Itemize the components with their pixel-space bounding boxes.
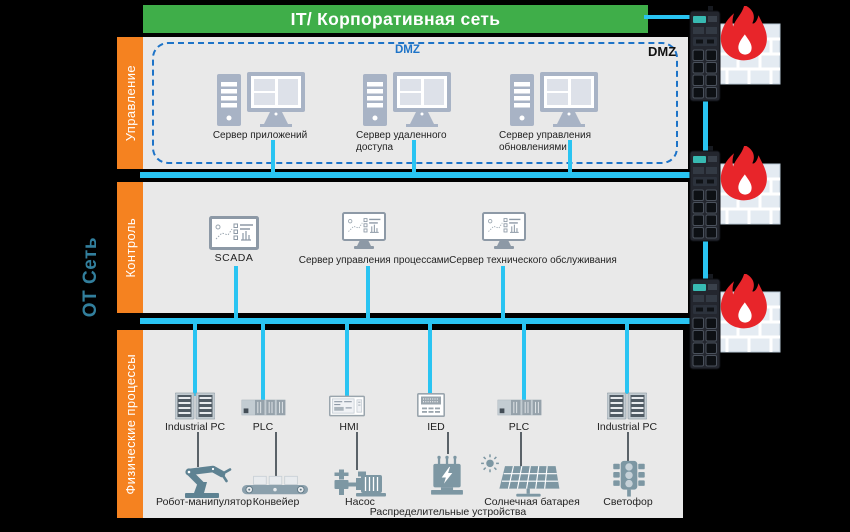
- field-link-5: [522, 324, 526, 400]
- dmz-link-3: [568, 140, 572, 174]
- machine-link-2: [275, 432, 277, 477]
- control-link-3: [501, 266, 505, 318]
- plc-1-label: PLC: [252, 421, 274, 433]
- scada-label: SCADA: [214, 252, 254, 264]
- network-bus-lower: [140, 318, 700, 324]
- industrial-pc-2-icon: [607, 392, 647, 420]
- machine-link-5: [520, 432, 522, 467]
- layer-bar-management: Управление: [117, 37, 143, 169]
- application-server-icon: [213, 68, 308, 130]
- dmz-corner-label: DMZ: [648, 44, 677, 59]
- field-link-4: [428, 324, 432, 396]
- layer-label-management: Управление: [122, 64, 138, 142]
- application-server-label: Сервер приложений: [212, 130, 308, 141]
- banner-title: IT/ Корпоративная сеть: [290, 8, 501, 29]
- robot-arm-label: Робот-манипулятор: [156, 496, 252, 508]
- hmi-icon: [329, 395, 365, 417]
- control-link-2: [366, 266, 370, 318]
- layer-label-control: Контроль: [122, 217, 138, 278]
- machine-link-6: [627, 432, 629, 462]
- robot-arm-icon: [175, 464, 239, 498]
- solar-panel-icon: [480, 453, 560, 498]
- update-server-icon: [506, 68, 601, 130]
- plc-2-icon: [497, 399, 542, 416]
- field-link-6: [625, 324, 629, 394]
- firewall-link-1-2: [703, 98, 708, 154]
- conveyor-icon: [240, 475, 310, 497]
- pump-icon: [330, 468, 388, 498]
- dmz-zone-label: DMZ: [395, 44, 420, 56]
- firewall-link-2-3: [703, 238, 708, 282]
- traffic-light-label: Светофор: [603, 496, 653, 508]
- ot-network-side-label: OT Сеть: [76, 212, 106, 342]
- ied-label: IED: [427, 421, 445, 433]
- field-link-1: [193, 324, 197, 396]
- ot-network-text: OT Сеть: [80, 236, 101, 318]
- industrial-pc-2-label: Industrial PC: [596, 421, 658, 433]
- process-control-server-label: Сервер управления процессами: [298, 255, 450, 266]
- layer-bar-physical: Физические процессы: [117, 330, 143, 518]
- firewall-middle-icon: [688, 146, 783, 246]
- machine-link-3: [356, 432, 358, 470]
- control-link-1: [234, 266, 238, 318]
- field-link-3: [345, 324, 349, 398]
- update-server-label: Сервер управления обновлениями: [499, 130, 591, 153]
- traffic-light-icon: [610, 460, 648, 497]
- process-control-server-icon: [341, 212, 387, 252]
- banner-to-firewall-link: [644, 15, 694, 19]
- conveyor-label: Конвейер: [252, 496, 300, 508]
- transformer-icon: [428, 454, 466, 498]
- scada-icon: [209, 216, 259, 250]
- layer-label-physical: Физические процессы: [122, 353, 138, 495]
- firewall-top-icon: [688, 6, 783, 106]
- it-corporate-network-banner: IT/ Корпоративная сеть: [143, 5, 648, 33]
- field-link-2: [261, 324, 265, 400]
- machine-link-4: [447, 432, 449, 454]
- dmz-link-1: [271, 140, 275, 174]
- solar-battery-label: Солнечная батарея: [484, 496, 580, 508]
- network-bus-upper: [140, 172, 700, 178]
- switchgear-label: Распределительные устройства: [369, 506, 527, 518]
- plc-1-icon: [241, 399, 286, 416]
- maintenance-server-icon: [481, 212, 527, 252]
- remote-access-server-label: Сервер удаленного доступа: [356, 130, 447, 153]
- pump-label: Насос: [345, 496, 375, 508]
- remote-access-server-icon: [359, 68, 454, 130]
- plc-2-label: PLC: [508, 421, 530, 433]
- dmz-link-2: [412, 140, 416, 174]
- layer-bar-control: Контроль: [117, 182, 143, 313]
- firewall-bottom-icon: [688, 274, 783, 374]
- ied-icon: [417, 393, 445, 417]
- industrial-pc-1-icon: [175, 392, 215, 420]
- machine-link-1: [197, 432, 199, 467]
- process-layer-panel: [143, 330, 683, 518]
- maintenance-server-label: Сервер технического обслуживания: [449, 255, 617, 266]
- industrial-pc-1-label: Industrial PC: [164, 421, 226, 433]
- hmi-label: HMI: [339, 421, 359, 433]
